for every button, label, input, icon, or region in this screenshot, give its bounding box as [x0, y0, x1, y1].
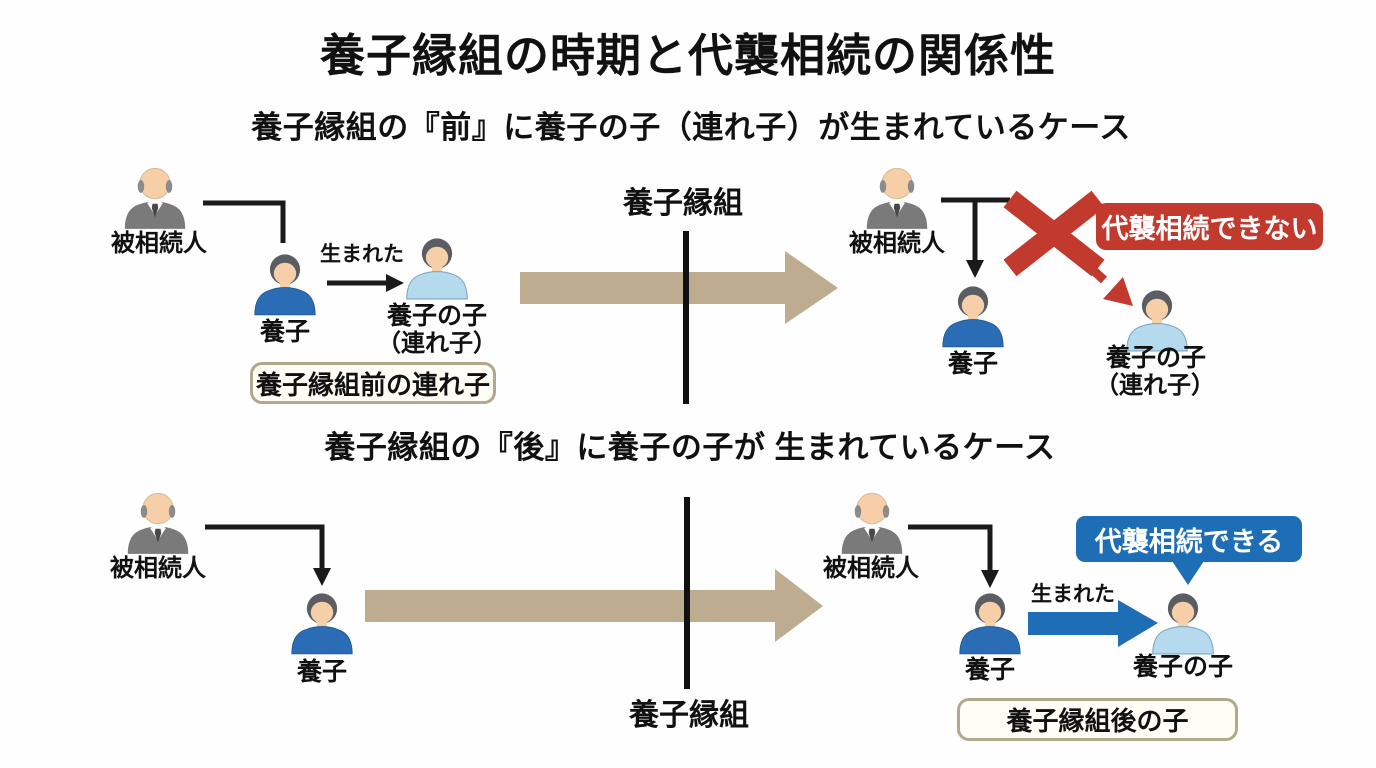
allowed-result-text: 代襲相続できる [1094, 526, 1284, 557]
decedent-icon [127, 492, 189, 555]
case1-timeline-arrow-icon [520, 251, 838, 324]
adopted-label: 養子 [259, 318, 311, 346]
case1-right-connector-line [941, 197, 1010, 278]
case1-born-arrow-icon [327, 274, 404, 292]
allowed-result-bubble: 代襲相続できる [1076, 516, 1302, 562]
adopted-child-icon [942, 286, 1004, 348]
adopted-child-icon [291, 593, 353, 655]
case1-note-text: 養子縁組前の連れ子 [255, 369, 490, 400]
denied-result-badge: 代襲相続できない [1096, 203, 1323, 250]
grandchild-icon [1126, 289, 1188, 352]
page-title: 養子縁組の時期と代襲相続の関係性 [319, 30, 1057, 81]
born-label: 生まれた [320, 243, 404, 266]
grandchild-icon [1152, 592, 1214, 655]
decedent-label: 被相続人 [110, 555, 206, 582]
adopted-child-icon [959, 593, 1021, 655]
case2-note-box: 養子縁組後の子 [957, 698, 1238, 741]
case2-heading: 養子縁組の『後』に養子の子が 生まれているケース [324, 430, 1056, 465]
adopted-label: 養子 [947, 350, 999, 378]
case1-event-label: 養子縁組 [623, 187, 743, 220]
case2-timeline-arrow-icon [365, 569, 823, 642]
grandchild-label-line1: 養子の子 [386, 302, 488, 330]
case2-right-connector-line [908, 524, 999, 588]
bubble-tail-icon [1170, 558, 1206, 585]
born-label: 生まれた [1031, 583, 1115, 606]
case1-note-box: 養子縁組前の連れ子 [250, 362, 496, 404]
case2-event-label: 養子縁組 [629, 699, 749, 732]
decedent-label: 被相続人 [111, 230, 207, 257]
case1-left-connector-line [203, 200, 286, 243]
grandchild-icon [406, 237, 468, 300]
decedent-icon [841, 492, 903, 555]
adopted-label: 養子 [964, 656, 1016, 684]
grandchild-label: 養子の子 [1132, 653, 1234, 681]
case1-heading: 養子縁組の『前』に養子の子（連れ子）が生まれているケース [251, 110, 1131, 145]
decedent-label: 被相続人 [823, 555, 919, 582]
case2-left-connector-line [205, 524, 331, 586]
grandchild-label-line2: （連れ子） [1095, 372, 1215, 399]
case2-note-text: 養子縁組後の子 [1006, 706, 1189, 736]
decedent-label: 被相続人 [849, 230, 945, 257]
adopted-label: 養子 [296, 658, 348, 686]
adopted-child-icon [254, 254, 316, 316]
red-cross-icon [1003, 190, 1105, 277]
grandchild-label-line1: 養子の子 [1105, 344, 1207, 372]
decedent-icon [866, 167, 928, 230]
decedent-icon [124, 167, 186, 230]
denied-result-text: 代襲相続できない [1101, 214, 1318, 244]
grandchild-label-line2: （連れ子） [377, 330, 497, 357]
